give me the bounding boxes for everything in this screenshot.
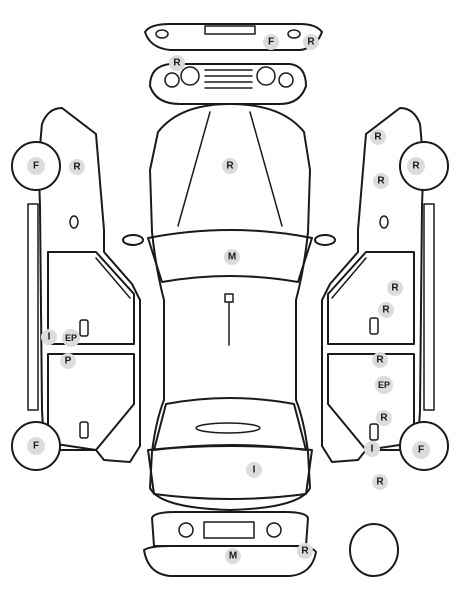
mark-label: I [48,332,51,343]
mark-label: R [377,176,385,187]
car-body[interactable] [122,103,336,511]
rear-bumper[interactable] [143,545,317,577]
mark-label: F [268,37,274,48]
mark-label: R [73,162,81,173]
mark-label: EP [65,333,77,343]
mark-left-front-door-ep[interactable]: EP [62,329,80,347]
mark-label: R [376,355,384,366]
rear-lights[interactable] [151,511,309,547]
mark-right-rear-door-ep[interactable]: EP [375,376,393,394]
mark-label: EP [378,380,390,390]
mark-right-rear-door-r-low[interactable]: R [376,410,392,426]
mark-front-grille-r[interactable]: R [169,55,185,71]
mark-hood-r[interactable]: R [222,158,238,174]
mark-right-rear-door-r[interactable]: R [372,352,388,368]
mark-label: F [418,445,424,456]
front-grille[interactable] [149,63,307,105]
mark-label: I [253,465,256,476]
mark-left-front-door-i[interactable]: I [41,329,57,345]
mark-label: R [173,58,181,69]
mark-label: R [301,546,309,557]
mark-right-front-door-r-2[interactable]: R [378,302,394,318]
mark-label: R [412,161,420,172]
mark-left-front-fender-r[interactable]: R [69,159,85,175]
mark-label: R [376,477,384,488]
mark-right-front-fender-r[interactable]: R [373,173,389,189]
mark-right-rear-wheel-f[interactable]: F [412,441,430,459]
mark-label: R [380,413,388,424]
mark-label: F [33,441,39,452]
mark-left-rear-door-p[interactable]: P [60,353,76,369]
mark-label: P [65,356,72,367]
mark-rear-bumper-r[interactable]: R [297,543,313,559]
mark-label: M [229,551,237,562]
mark-right-rear-door-i[interactable]: I [364,441,380,457]
mark-label: R [382,305,390,316]
mark-left-front-wheel-f[interactable]: F [27,157,45,175]
front-bumper[interactable] [144,23,323,51]
mark-label: F [33,161,39,172]
mark-label: I [371,444,374,455]
mark-label: R [226,161,234,172]
right-side[interactable] [321,107,449,471]
mark-label: M [228,252,236,263]
mark-windshield-m[interactable]: M [224,249,240,265]
mark-front-bumper-f[interactable]: F [263,34,279,50]
mark-right-front-fender-r-top[interactable]: R [370,129,386,145]
mark-rear-bumper-m[interactable]: M [225,548,241,564]
mark-label: R [391,283,399,294]
mark-trunk-i[interactable]: I [246,462,262,478]
mark-label: R [307,37,315,48]
spare-circle[interactable] [349,523,399,577]
mark-label: R [374,132,382,143]
mark-right-front-wheel-r[interactable]: R [407,157,425,175]
mark-front-bumper-r[interactable]: R [303,34,319,50]
mark-left-rear-wheel-f[interactable]: F [27,437,45,455]
mark-right-front-door-r-1[interactable]: R [387,280,403,296]
mark-right-rear-quarter-r[interactable]: R [372,474,388,490]
